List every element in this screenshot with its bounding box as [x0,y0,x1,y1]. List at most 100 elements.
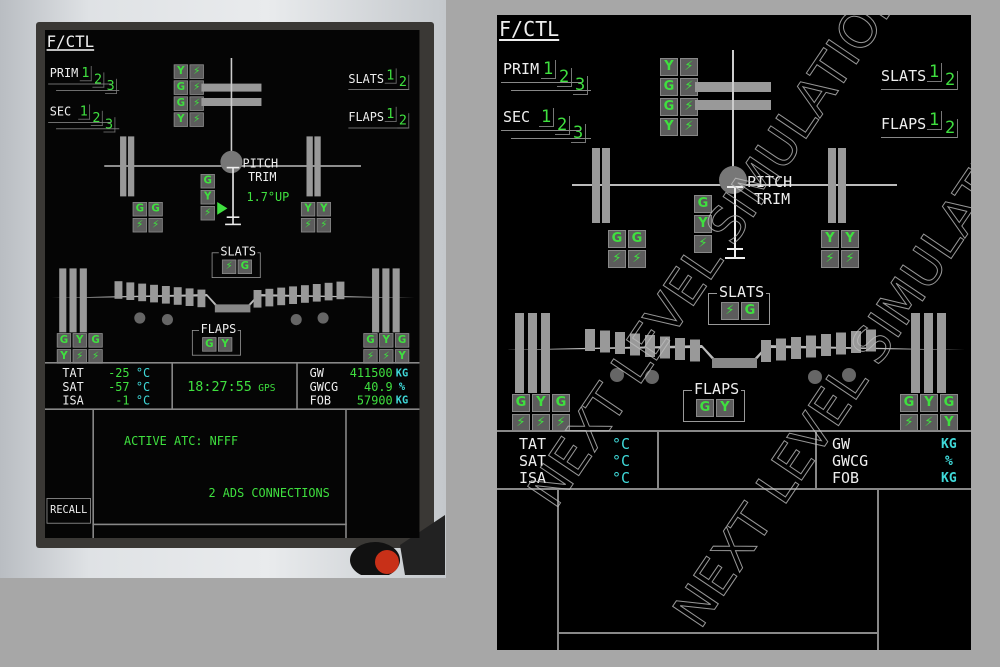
clock-source: GPS [258,382,276,394]
aileron-left-bar [79,268,87,333]
prim-1-indicator: 1 [541,60,557,79]
weight-label-gw: GW [832,435,851,453]
aileron-left-hyd-box: Y [72,333,87,348]
sec-1-indicator: 1 [78,104,91,120]
temp-value: -1 [115,393,130,408]
pitch-trim-hyd-box: Y [694,215,712,233]
aileron-right-bar [937,313,946,393]
divider [511,90,591,91]
spoiler-right-bar [821,334,831,356]
spoiler-right-bar [761,340,771,362]
elevator-left-hyd-box: G [628,230,646,248]
aileron-left-bar [515,313,524,393]
flaps-sys-label: FLAPS [348,110,385,125]
sec-1-indicator: 1 [539,108,555,127]
pitch-trim-bolt-icon: ⚡ [694,235,712,253]
sec-2-indicator: 2 [90,111,103,126]
elevator-right-bolt-icon: ⚡ [821,250,839,268]
weight-label-gw: GW [309,366,324,381]
elevator-right-hyd-box: Y [300,202,316,217]
engine-icon [161,314,173,326]
divider [501,130,581,131]
elevator-left-bolt-icon: ⚡ [148,218,163,233]
page-title: F/CTL [499,17,560,41]
sec-label: SEC [503,108,531,126]
flaps-sys-1-indicator: 1 [927,111,943,130]
table-top-rule [497,430,971,432]
aileron-right-bar [911,313,920,393]
spoiler-left-bar [660,336,670,359]
spoiler-left-bar [114,281,123,299]
table-divider [657,430,659,490]
spoiler-right-bar [776,338,786,361]
lower-divider [345,410,347,538]
temp-unit: °C [612,435,631,453]
temp-value: -25 [108,366,130,381]
elevator-right-hyd-box: Y [821,230,839,248]
flaps-hyd-box: G [696,399,714,417]
selector-knob [350,515,445,575]
engine-icon [610,368,624,382]
divider [48,122,112,123]
rudder-bolt-icon: ⚡ [189,64,204,79]
engine-icon [317,312,329,324]
aileron-left-bar [541,313,550,393]
weight-unit: % [945,454,953,469]
weight-unit: KG [395,394,409,407]
weight-label-fob: FOB [309,393,332,408]
spoiler-left-bar [615,332,625,354]
recall-button[interactable]: RECALL [46,498,91,524]
flaps-hyd-box: G [202,337,217,352]
trim-label: TRIM [248,170,277,185]
rudder-hyd-box: G [173,80,188,95]
aileron-left-bar [59,268,67,333]
prim-2-indicator: 2 [557,68,573,87]
spoiler-left-bar [585,329,595,351]
temp-unit: °C [612,452,631,470]
spoiler-right-bar [253,290,262,308]
pitch-trim-hyd-box: Y [200,190,215,205]
weight-unit: KG [941,471,957,486]
temp-label-isa: ISA [519,469,547,487]
temp-unit: °C [135,379,151,394]
flaps-label: FLAPS [692,380,742,398]
flaps-sys-label: FLAPS [881,115,927,133]
page-title: F/CTL [46,31,95,51]
flaps-label: FLAPS [199,322,238,337]
prim-1-indicator: 1 [79,66,92,82]
aileron-right-bolt-icon: ⚡ [900,414,918,432]
prim-2-indicator: 2 [92,72,105,88]
prim-label: PRIM [49,66,79,81]
rudder-hyd-box: Y [173,64,188,79]
spoiler-left-bar [675,338,685,360]
slats-label: SLATS [717,283,767,301]
sec-3-indicator: 3 [103,117,116,133]
spoiler-left-bar [185,288,194,306]
flaps-sys-1-indicator: 1 [384,107,397,122]
fuselage-center [214,304,251,313]
aileron-right-hyd-box: Y [379,333,394,348]
spoiler-left-bar [150,284,158,303]
ads-connections-text: 2 ADS CONNECTIONS [208,486,330,501]
aileron-right-hyd-box: G [900,394,918,412]
temp-unit: °C [135,393,151,408]
aileron-right-hyd-box: Y [920,394,938,412]
elevator-left-bar [120,136,127,197]
weight-unit: KG [395,367,409,380]
divider [881,89,957,90]
elevator-right-bar [838,148,846,223]
elevator-right-bar [828,148,836,223]
flaps-hyd-box: Y [716,399,734,417]
spoiler-right-bar [312,284,321,302]
spoiler-left-bar [161,286,170,304]
spoiler-left-bar [645,335,655,357]
divider [48,83,112,85]
engine-icon [808,370,822,384]
divider [56,90,120,91]
spoiler-right-bar [866,329,876,352]
spoiler-right-bar [336,281,345,300]
temp-unit: °C [612,469,631,487]
weight-value: 411500 [349,366,393,381]
fuselage-icon [220,150,243,174]
